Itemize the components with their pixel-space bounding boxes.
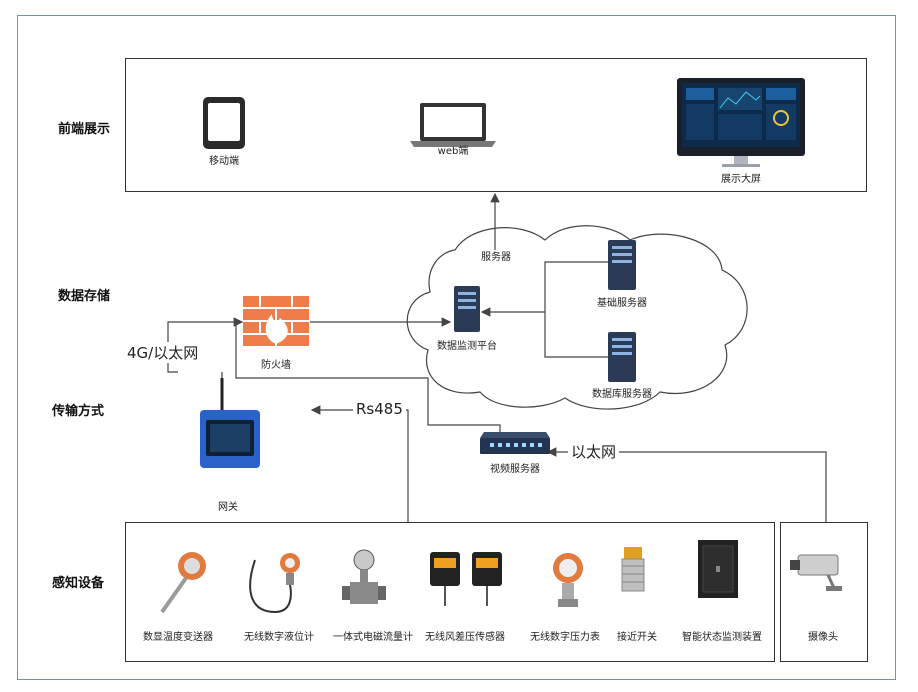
gateway-icon <box>200 378 260 468</box>
base-server-caption: 基础服务器 <box>597 298 647 309</box>
link-label-ethernet: 以太网 <box>568 441 620 462</box>
big-screen-monitor-icon <box>677 78 805 167</box>
liquid-level-gauge-icon <box>249 553 300 614</box>
tablet-icon <box>203 97 245 149</box>
temperature-transmitter-icon <box>160 552 206 614</box>
device-caption-status-monitor: 智能状态监测装置 <box>682 632 762 643</box>
camera-box <box>780 522 868 662</box>
server-cloud <box>406 225 748 410</box>
firewall-icon <box>243 296 309 346</box>
cloud-title: 服务器 <box>481 252 511 263</box>
electromagnetic-flowmeter-icon <box>342 549 386 604</box>
device-caption-differential-pressure: 无线风差压传感器 <box>425 632 505 643</box>
camera-icon <box>790 554 842 591</box>
link-label-4g-ethernet: 4G/以太网 <box>124 342 202 363</box>
gateway-caption: 网关 <box>218 502 238 513</box>
proximity-switch-icon <box>621 547 645 592</box>
video-server-caption: 视频服务器 <box>490 464 540 475</box>
differential-pressure-sensor-icon <box>430 552 502 606</box>
layer-label-sensing: 感知设备 <box>52 576 105 591</box>
pressure-gauge-icon <box>553 553 583 607</box>
status-monitoring-device-icon <box>698 540 738 598</box>
layer-label-storage: 数据存储 <box>58 289 111 304</box>
device-caption-liquid-level: 无线数字液位计 <box>244 632 314 643</box>
db-server-caption: 数据库服务器 <box>592 389 652 400</box>
device-caption-flowmeter: 一体式电磁流量计 <box>333 632 413 643</box>
device-caption-proximity-switch: 接近开关 <box>617 632 657 643</box>
device-caption-camera: 摄像头 <box>808 632 838 643</box>
mobile-caption: 移动端 <box>209 156 239 167</box>
firewall-caption: 防火墙 <box>261 360 291 371</box>
monitor-platform-server-icon <box>454 286 480 332</box>
db-server-icon <box>608 332 636 382</box>
web-caption: web端 <box>437 146 469 157</box>
link-label-rs485: Rs485 <box>353 400 406 418</box>
sensing-box <box>125 522 775 662</box>
bigscreen-caption: 展示大屏 <box>721 174 761 185</box>
device-caption-temperature: 数显温度变送器 <box>143 632 213 643</box>
layer-label-frontend: 前端展示 <box>58 122 111 137</box>
device-caption-pressure-gauge: 无线数字压力表 <box>530 632 600 643</box>
layer-label-transport: 传输方式 <box>52 404 105 419</box>
diagram-frame <box>17 15 896 680</box>
video-server-icon <box>480 432 550 454</box>
laptop-icon <box>410 103 496 147</box>
monitor-platform-caption: 数据监测平台 <box>437 341 497 352</box>
base-server-icon <box>608 240 636 290</box>
